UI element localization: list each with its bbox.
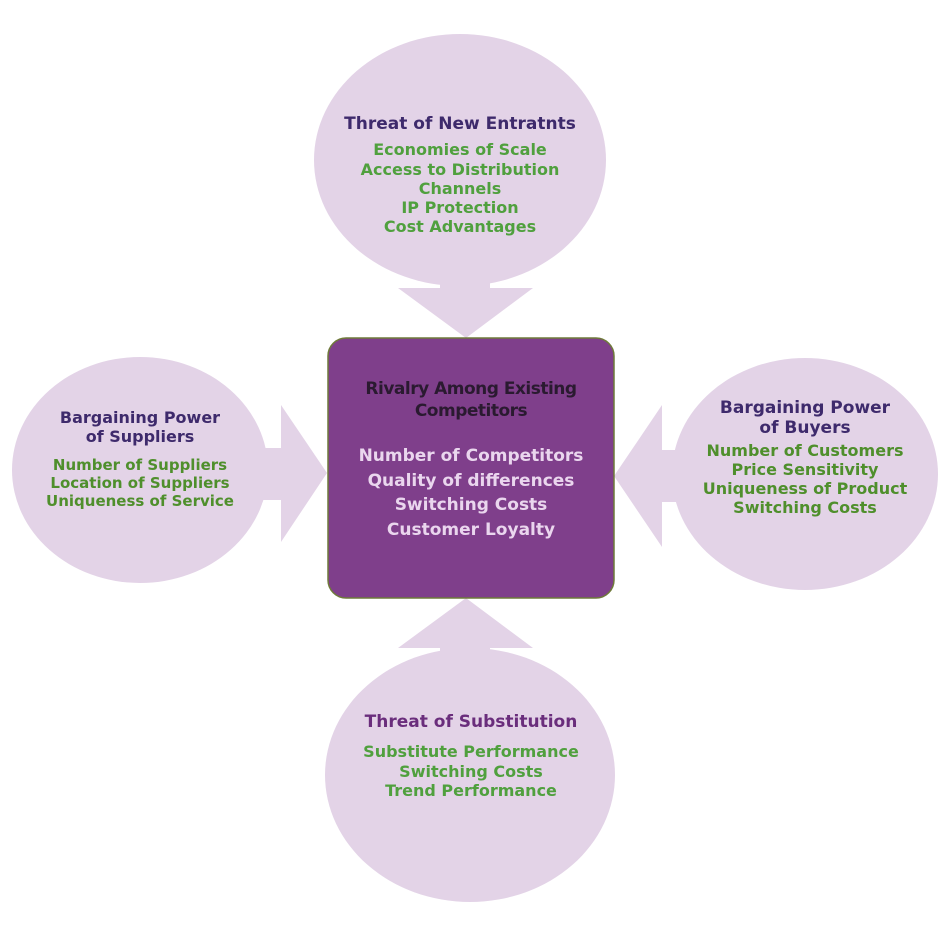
top-force: Threat of New Entratnts Economies of Sca…	[314, 114, 606, 236]
bottom-arrow	[398, 598, 533, 665]
top-title: Threat of New Entratnts	[344, 114, 576, 134]
center-item: Customer Loyalty	[386, 520, 556, 541]
bottom-item: Substitute Performance	[363, 742, 579, 762]
right-item: Price Sensitivity	[731, 459, 879, 479]
left-arrow	[255, 405, 327, 542]
left-force: Bargaining Power of Suppliers Number of …	[12, 408, 268, 510]
right-force: Bargaining Power of Buyers Number of Cus…	[672, 398, 938, 518]
center-item: Switching Costs	[394, 495, 548, 516]
top-item: Access to Distribution	[360, 159, 560, 179]
left-item: Number of Suppliers	[52, 456, 228, 475]
center-item: Quality of differences	[367, 470, 575, 491]
center-force: Rivalry Among Existing Competitors Numbe…	[328, 378, 614, 543]
left-item: Location of Suppliers	[50, 474, 230, 493]
top-arrow	[398, 270, 533, 338]
top-item: Economies of Scale	[373, 140, 547, 160]
bottom-title: Threat of Substitution	[364, 712, 578, 732]
right-item: Number of Customers	[706, 440, 904, 460]
bottom-force: Threat of Substitution Substitute Perfor…	[326, 712, 616, 800]
top-item: IP Protection	[401, 197, 519, 217]
top-item: Cost Advantages	[383, 217, 537, 237]
center-box	[327, 337, 615, 599]
right-bubble	[672, 358, 938, 590]
left-bubble	[12, 357, 268, 583]
right-title-line: Bargaining Power	[719, 398, 891, 418]
top-item: Channels	[418, 178, 502, 198]
bottom-bubble	[325, 648, 615, 902]
top-bubble	[314, 34, 606, 286]
right-arrow	[614, 405, 690, 547]
right-item: Switching Costs	[733, 498, 877, 518]
center-title-line: Competitors	[414, 401, 528, 422]
left-title-line: Bargaining Power	[59, 408, 221, 427]
right-title-line: of Buyers	[759, 418, 851, 439]
bottom-item: Switching Costs	[399, 761, 543, 781]
right-item: Uniqueness of Product	[702, 479, 908, 499]
bottom-item: Trend Performance	[385, 780, 557, 800]
center-item: Number of Competitors	[358, 446, 584, 467]
left-item: Uniqueness of Service	[46, 492, 234, 511]
center-title-line: Rivalry Among Existing	[365, 379, 577, 399]
left-title-line: of Suppliers	[85, 427, 195, 447]
